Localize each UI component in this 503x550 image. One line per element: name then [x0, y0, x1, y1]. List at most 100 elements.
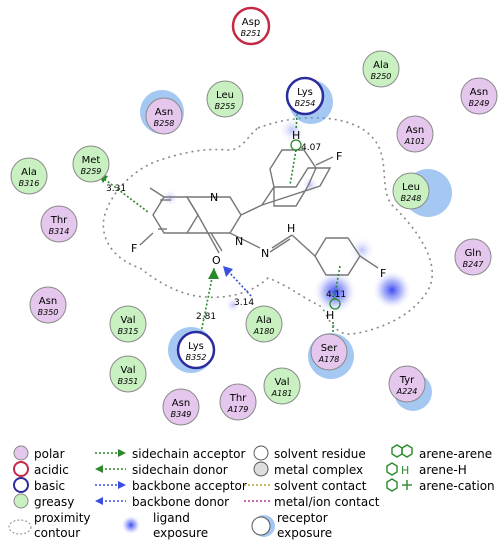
- legend-exposure: exposure: [153, 526, 208, 540]
- atom-n-hydrazone: N: [261, 247, 269, 260]
- upper-phenyl-ring-body: [269, 149, 317, 207]
- residue-number: B254: [295, 99, 316, 108]
- legend-polar: polar: [34, 447, 65, 461]
- residue-name: Lys: [297, 87, 313, 98]
- residue-disc: [109, 305, 147, 343]
- legend-sc-donor-arrow: [95, 465, 103, 473]
- residue-number: B351: [118, 377, 139, 386]
- residue-disc: [72, 145, 110, 183]
- residue-number: B249: [469, 99, 490, 108]
- legend-metal-complex: metal complex: [274, 463, 363, 477]
- legend-arene-cation: arene-cation: [419, 479, 495, 493]
- atom-h-ser178: H: [326, 309, 334, 322]
- distance-met259: 3.31: [106, 184, 126, 194]
- residue-name: Val: [275, 377, 290, 388]
- arene-h-marker-lower: [329, 298, 341, 310]
- distance-lys352: 2.81: [196, 312, 216, 322]
- legend-sc-acceptor-arrow: [118, 449, 126, 457]
- residue-disc: [285, 76, 325, 116]
- legend-polar-swatch: [13, 445, 29, 461]
- legend-greasy: greasy: [34, 495, 74, 509]
- distance-lys254: 4.07: [301, 143, 321, 153]
- legend-metal-ion-contact: metal/ion contact: [274, 495, 380, 509]
- residue-name: Ser: [321, 343, 339, 354]
- legend-metal-complex-swatch: [253, 461, 269, 477]
- residue-number: A181: [271, 389, 293, 398]
- ala180-hbond: [227, 270, 253, 298]
- arene-arene-icon: [391, 444, 413, 458]
- residue-number: B258: [154, 119, 175, 128]
- residue-name: Lys: [188, 341, 204, 352]
- residue-number: A101: [404, 137, 426, 146]
- residue-disc: [310, 333, 348, 371]
- residue-number: B349: [171, 410, 192, 419]
- lys352-arrowhead: [208, 268, 219, 279]
- arene-h-icon: H: [386, 462, 409, 477]
- residue-number: A180: [253, 327, 275, 336]
- legend-ligand: ligand: [153, 511, 190, 525]
- ligand-structure: [139, 149, 379, 276]
- residue-disc: [109, 355, 147, 393]
- residue-number: A179: [227, 405, 249, 414]
- legend-receptor-exposure-swatch: [251, 516, 271, 536]
- legend-acidic-swatch: [13, 461, 29, 477]
- distance-ala180: 3.14: [234, 298, 254, 308]
- residue-name: Asn: [406, 125, 424, 136]
- residue-disc: [10, 157, 48, 195]
- residue-name: Leu: [216, 90, 234, 101]
- residue-number: B315: [118, 327, 139, 336]
- residue-disc: [219, 383, 257, 421]
- atom-f-upper: F: [336, 150, 342, 163]
- legend-bb-acceptor-arrow: [118, 481, 126, 489]
- interaction-lines: 4.07 3.31 2.81 3.14 4.11: [94, 101, 346, 340]
- residue-name: Ala: [373, 60, 389, 71]
- legend-sidechain-acceptor: sidechain acceptor: [132, 447, 245, 461]
- residue-disc: [145, 97, 183, 135]
- legend-solvent-residue-swatch: [253, 445, 269, 461]
- residue-disc: [454, 238, 492, 276]
- legend-contour: contour: [34, 526, 80, 540]
- legend-acidic: acidic: [34, 463, 69, 477]
- legend-sidechain-donor: sidechain donor: [132, 463, 228, 477]
- residue-disc: [263, 367, 301, 405]
- residue-number: B251: [241, 29, 262, 38]
- met259-hbond: [94, 171, 149, 213]
- residue-number: B259: [81, 167, 102, 176]
- legend-bb-donor-arrow: [95, 497, 103, 505]
- residue-disc: [206, 80, 244, 118]
- residue-disc: [388, 365, 426, 403]
- legend-proximity: proximity: [34, 511, 91, 525]
- residue-name: Ala: [21, 167, 37, 178]
- residue-name: Asn: [172, 398, 190, 409]
- residue-disc: [162, 388, 200, 426]
- residue-name: Leu: [402, 182, 420, 193]
- residue-number: B314: [49, 227, 70, 236]
- residue-name: Thr: [229, 393, 247, 404]
- residue-disc: [460, 77, 498, 115]
- residue-name: Asn: [39, 296, 57, 307]
- svg-text:H: H: [401, 464, 409, 477]
- atom-f-lower: F: [380, 267, 386, 280]
- residue-disc: [245, 305, 283, 343]
- residue-disc: [29, 286, 67, 324]
- lys352-hbond: [200, 267, 215, 334]
- residue-name: Val: [121, 315, 136, 326]
- upper-phenyl-ring: [260, 167, 332, 207]
- residue-number: A178: [318, 355, 340, 364]
- residue-name: Asn: [470, 87, 488, 98]
- legend-ligand-exposure-swatch: [121, 515, 141, 535]
